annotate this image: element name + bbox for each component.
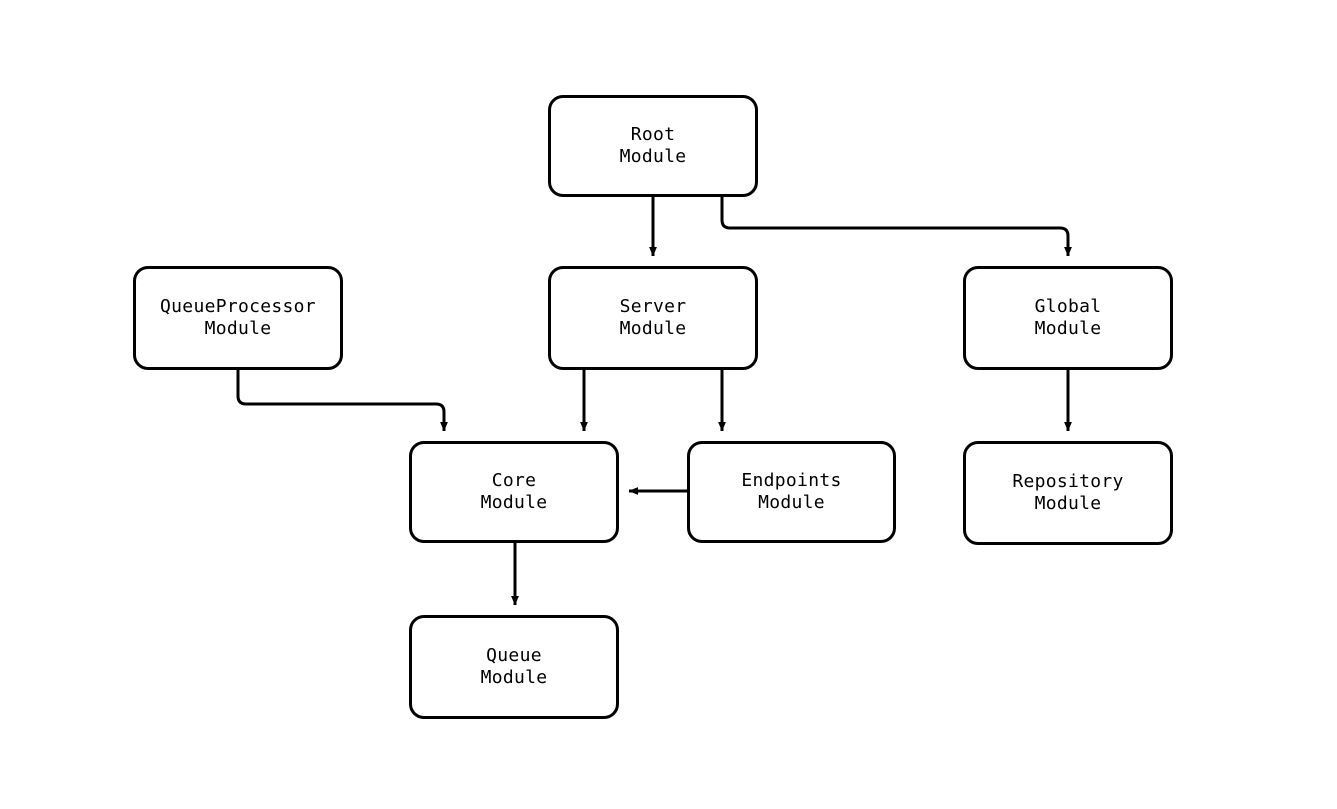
node-global-module-line2: Module bbox=[1034, 318, 1102, 339]
node-core-module-line1: Core bbox=[491, 470, 537, 491]
edge-root-to-global bbox=[720, 197, 1072, 257]
node-server-module-line2: Module bbox=[619, 318, 687, 339]
node-core-module[interactable]: Core Module bbox=[409, 441, 619, 543]
node-queue-module-line1: Queue bbox=[486, 645, 542, 666]
node-repository-module-line1: Repository bbox=[1012, 471, 1124, 492]
node-root-module-line2: Module bbox=[619, 146, 687, 167]
node-global-module-line1: Global bbox=[1034, 296, 1102, 317]
node-queueprocessor-module-line2: Module bbox=[204, 318, 272, 339]
node-repository-module[interactable]: Repository Module bbox=[963, 441, 1173, 545]
node-server-module-line1: Server bbox=[619, 296, 687, 317]
node-root-module-line1: Root bbox=[630, 124, 676, 145]
node-root-module[interactable]: Root Module bbox=[548, 95, 758, 197]
node-queueprocessor-module[interactable]: QueueProcessor Module bbox=[133, 266, 343, 370]
node-endpoints-module-line1: Endpoints bbox=[741, 470, 842, 491]
node-queueprocessor-module-line1: QueueProcessor bbox=[160, 296, 316, 317]
edge-queueprocessor-to-core bbox=[236, 370, 448, 432]
node-repository-module-line2: Module bbox=[1034, 493, 1102, 514]
node-endpoints-module-line2: Module bbox=[758, 492, 825, 513]
node-endpoints-module[interactable]: Endpoints Module bbox=[687, 441, 896, 543]
node-core-module-line2: Module bbox=[480, 492, 548, 513]
node-queue-module[interactable]: Queue Module bbox=[409, 615, 619, 719]
node-server-module[interactable]: Server Module bbox=[548, 266, 758, 370]
node-queue-module-line2: Module bbox=[480, 667, 548, 688]
node-global-module[interactable]: Global Module bbox=[963, 266, 1173, 370]
